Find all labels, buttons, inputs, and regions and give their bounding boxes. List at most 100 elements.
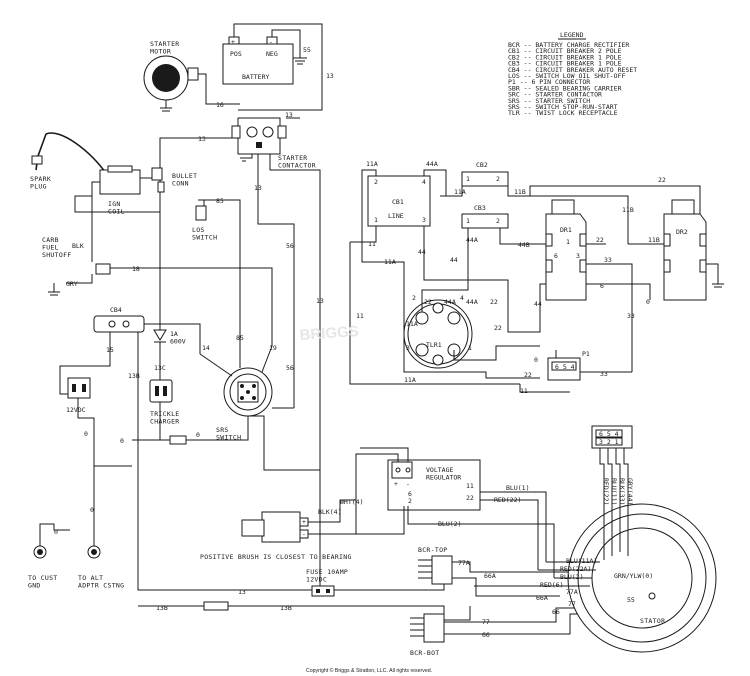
red22a-label: RED(22A) [560, 565, 591, 573]
positive-brush-note: POSITIVE BRUSH IS CLOSEST TO BEARING [200, 553, 352, 561]
battery-minus: - [269, 38, 273, 46]
wire-11A-cb2: 11A [454, 188, 466, 196]
wire-15: 15 [106, 346, 114, 354]
blk33-vertical: BLK(33) [618, 478, 626, 505]
legend-entry: CB4 -- CIRCUIT BREAKER AUTO RESET [508, 66, 637, 74]
brush-assembly: + - [241, 511, 309, 543]
gry44-vertical: GRY(44) [626, 478, 634, 505]
watermark: BRIGGS [299, 323, 359, 344]
vr-plus: + [394, 480, 398, 488]
dr1-label: DR1 [560, 226, 572, 234]
tlr1-pin4: 4 [460, 294, 464, 302]
wire-77A-top: 77A [458, 559, 470, 567]
carb-connector [95, 263, 111, 275]
legend-entry: CB1 -- CIRCUIT BREAKER 2 POLE [508, 47, 622, 55]
wire-55-stator: 55 [627, 596, 635, 604]
wire-16: 16 [216, 101, 224, 109]
tlr1-pin3: 3 [406, 344, 410, 352]
cb1-pin2: 2 [374, 178, 378, 186]
wire-11-left: 11 [356, 312, 364, 320]
twelve-vdc-socket: 12VDC [66, 377, 91, 414]
dr1-pin3: 3 [576, 252, 580, 260]
tlr1-label: TLR1 [426, 341, 442, 349]
twelve-vdc-label: 12VDC [66, 406, 86, 414]
red6-label: RED(6) [540, 581, 563, 589]
wire-19: 19 [269, 344, 277, 352]
wire-13B-v: 13B [128, 372, 140, 380]
battery-label: BATTERY [242, 73, 269, 81]
wire-11A-cb1: 11A [366, 160, 378, 168]
stator: STATOR [567, 503, 717, 653]
cb3-label: CB3 [474, 204, 486, 212]
wire-0-gnd-a: 0 [54, 528, 58, 536]
wire-0-t1: 0 [120, 437, 124, 445]
tlr1-pin1: 1 [468, 344, 472, 352]
wire-44A-cb3: 44A [466, 236, 478, 244]
cb2-label: CB2 [476, 161, 488, 169]
bcr-top-label: BCR-TOP [418, 546, 448, 554]
wire-22-top: 22 [658, 176, 666, 184]
legend-entry: BCR -- BATTERY CHARGE RECTIFIER [508, 41, 629, 49]
wire-77-stator: 77 [568, 600, 576, 608]
cb1: 2 4 1 3 CB1 LINE [367, 175, 431, 227]
legend: LEGEND BCR -- BATTERY CHARGE RECTIFIERCB… [508, 31, 637, 117]
wire-11-bot: 11 [520, 387, 528, 395]
tlr1-pin2: 2 [412, 294, 416, 302]
wire-44-cb1: 44 [418, 248, 426, 256]
grn-ylw-label: GRN/YLW(0) [614, 572, 653, 580]
wire-11-cb1: 11 [368, 240, 376, 248]
wire-33-p1: 33 [600, 370, 608, 378]
wire-44-dr1: 44 [534, 300, 542, 308]
cb1-pin1: 1 [374, 216, 378, 224]
wire-11A-tlr: 11A [406, 320, 418, 328]
vr-pin11: 11 [466, 482, 474, 490]
tlr1: TLR1 2 4 3 1 [403, 294, 473, 369]
wire-11A-bot: 11A [404, 376, 416, 384]
cb2-pin2: 2 [496, 175, 500, 183]
wire-13-left: 13 [198, 135, 206, 143]
legend-title: LEGEND [560, 31, 584, 39]
wire-11B-right: 11B [622, 206, 634, 214]
wire-18: 18 [132, 265, 140, 273]
brush-minus: - [302, 530, 306, 538]
stator-pins-top: 6 5 4 [599, 430, 619, 438]
legend-entry: LOS -- SWITCH LOW OIL SHUT-OFF [508, 72, 625, 80]
wire-22-dr1: 22 [596, 236, 604, 244]
legend-entry: SRC -- STARTER CONTACTOR [508, 91, 602, 99]
wire-44-mid: 44 [450, 256, 458, 264]
wire-66A-stator: 66A [536, 594, 548, 602]
blk-label: BLK [72, 242, 84, 250]
wire-13-contact: 13 [254, 184, 262, 192]
bcr-top: BCR-TOP [418, 546, 453, 585]
legend-entry: SRS -- SWITCH STOP-RUN-START [508, 103, 618, 111]
vr-minus: - [406, 480, 410, 488]
vr-pin6: 6 [408, 490, 412, 498]
bcr-bot-label: BCR-BOT [410, 649, 440, 657]
blu11-vertical: BLU(11) [610, 478, 618, 505]
legend-entry: CB3 -- CIRCUIT BREAKER 1 POLE [508, 60, 622, 68]
stator-pins-bot: 3 2 1 [599, 438, 619, 446]
wire-56-b: 56 [286, 364, 294, 372]
cb3-pin2: 2 [496, 217, 500, 225]
wire-85: 85 [216, 197, 224, 205]
wire-44B: 44B [518, 241, 530, 249]
wire-44A-tlr-a: 44A [444, 298, 456, 306]
battery: + - POS NEG BATTERY [222, 36, 294, 85]
vr-pin2: 2 [408, 497, 412, 505]
wire-11B-cb2: 11B [514, 188, 526, 196]
wire-0-t2: 0 [196, 431, 200, 439]
wire-13B-bot2: 13B [280, 604, 292, 612]
wire-13-bat: 13 [326, 72, 334, 80]
